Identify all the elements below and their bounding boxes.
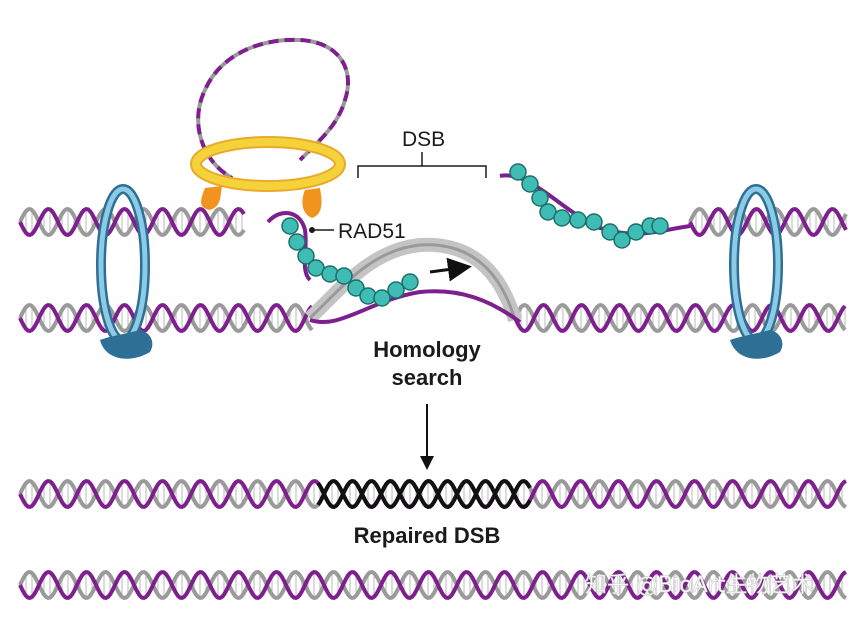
rad51-label: RAD51 — [338, 220, 406, 243]
rad51-pointer — [309, 227, 334, 233]
rad51-bead — [553, 209, 571, 227]
extruded-dna-loop — [196, 37, 350, 180]
dna-repaired — [18, 478, 847, 510]
rad51-bead — [613, 231, 631, 249]
homology-search-label-line1: Homology — [373, 337, 481, 362]
repaired-dsb-label: Repaired DSB — [354, 523, 501, 548]
resected-overhang-left — [266, 211, 312, 282]
homology-search-label-line2: search — [392, 365, 463, 390]
dsb-label: DSB — [402, 128, 445, 151]
rad51-bead — [585, 213, 603, 231]
dna-sister — [18, 569, 847, 601]
rad51-bead — [373, 289, 391, 307]
dna-template-left — [18, 302, 314, 334]
rad51-filament-left — [281, 217, 419, 307]
rad51-bead — [401, 273, 419, 291]
watermark: 知乎 @BioArt生物艺术 — [585, 573, 813, 598]
dna-upper-left — [18, 206, 246, 238]
dna-template-right — [513, 302, 847, 334]
rad51-bead — [387, 281, 405, 299]
dsb-bracket — [357, 152, 487, 178]
rad51-bead — [281, 217, 299, 235]
rad51-bead — [297, 247, 315, 265]
d-loop — [305, 237, 522, 324]
smc-ring — [190, 136, 346, 218]
dna-upper-right — [688, 206, 848, 238]
rad51-bead — [569, 211, 587, 229]
rad51-bead — [347, 279, 365, 297]
down-arrow — [420, 404, 434, 470]
rad51-bead — [521, 175, 539, 193]
rad51-filament-right — [509, 163, 669, 249]
rad51-bead — [601, 223, 619, 241]
rad51-filaments — [281, 163, 669, 307]
cohesin-ring-right — [729, 184, 783, 359]
rad51-bead — [335, 267, 353, 285]
cohesin-ring-left — [96, 184, 153, 359]
rad51-bead — [509, 163, 527, 181]
rad51-bead — [288, 233, 306, 251]
dna-helices — [18, 206, 848, 601]
rad51-bead — [651, 217, 669, 235]
rad51-bead — [531, 189, 549, 207]
